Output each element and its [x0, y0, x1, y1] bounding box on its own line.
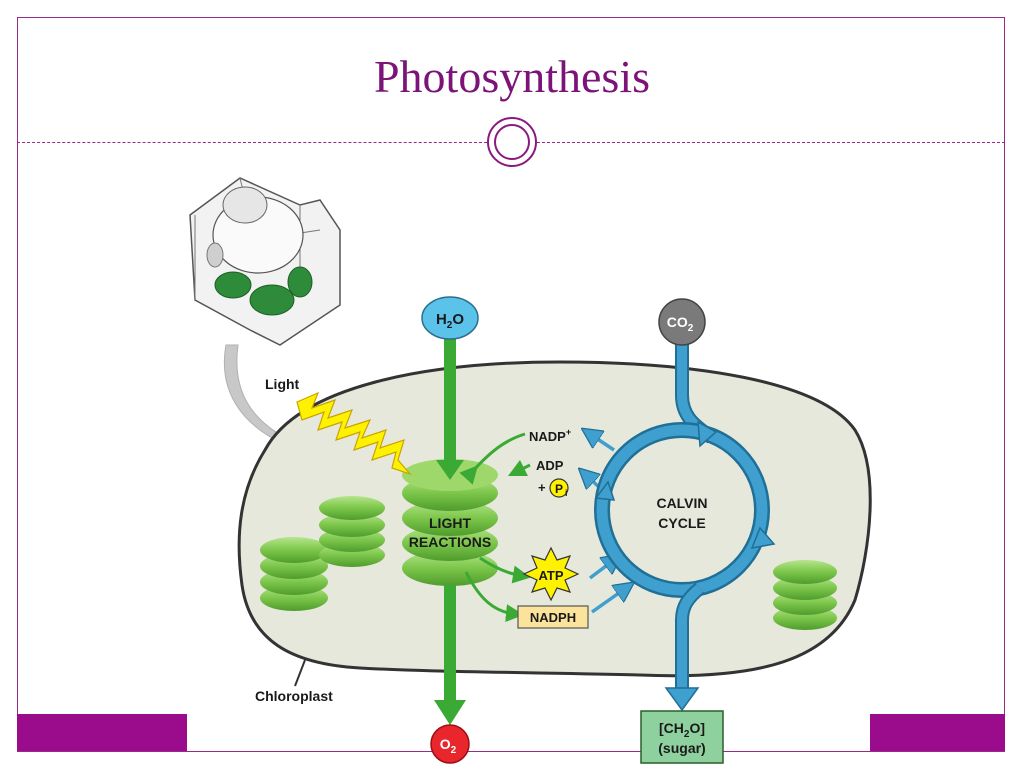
adp-to-light-arrow [507, 459, 531, 477]
footer-bar-left [17, 714, 187, 751]
thylakoid-stack-left-1 [260, 537, 328, 611]
light-to-nadph-arrow [464, 571, 524, 623]
co2-label: CO2 [667, 314, 694, 334]
title-divider-left [17, 142, 487, 143]
oxygen-output-bubble [430, 724, 470, 764]
calvin-cycle-label-line2: CYCLE [658, 515, 705, 531]
thylakoid-stack-left-2 [319, 496, 385, 567]
nadp-to-light-arrow [459, 432, 526, 485]
sugar-arrow [677, 584, 704, 690]
water-label: H2O [436, 311, 464, 331]
calvin-to-nadp-arrow [590, 434, 615, 452]
chloroplast-pointer [294, 659, 306, 687]
adp-label: ADP [536, 458, 564, 473]
light-to-atp-arrow [479, 556, 531, 584]
calvin-cycle-arrowhead-icon [750, 526, 776, 549]
light-bolt-icon [296, 391, 412, 476]
plant-cell-illustration [189, 177, 341, 346]
light-reactions-label-line2: REACTIONS [409, 534, 491, 550]
sugar-arrow-head-icon [664, 687, 700, 712]
slide-title: Photosynthesis [373, 51, 651, 102]
light-label: Light [265, 376, 300, 392]
water-input-bubble [421, 296, 479, 340]
title-divider-right [537, 142, 1005, 143]
slide-frame [17, 17, 1005, 752]
thylakoid-stack-right [773, 560, 837, 630]
sugar-output-box [640, 710, 724, 764]
calvin-cycle-label-line1: CALVIN [656, 495, 707, 511]
oxygen-arrow-head-icon [434, 700, 466, 725]
calvin-cycle-arrowhead-icon [594, 480, 616, 501]
divider-ornament-icon [487, 117, 537, 167]
chloroplast-label: Chloroplast [255, 688, 333, 704]
nadp-label: NADP+ [529, 427, 571, 444]
sugar-label: [CH2O] [659, 720, 705, 740]
plus-label: + [538, 480, 546, 495]
atp-label: ATP [538, 568, 563, 583]
water-arrow-head-icon [436, 460, 464, 480]
nadph-label: NADPH [530, 610, 576, 625]
oxygen-label: O2 [440, 736, 457, 756]
calvin-cycle-arrowhead-icon [697, 420, 718, 448]
footer-bar-right [870, 714, 1005, 751]
atp-starburst-icon [522, 546, 580, 602]
calvin-cycle-ring [596, 424, 768, 596]
atp-to-calvin-arrow [588, 560, 614, 580]
sugar-caption: (sugar) [658, 740, 705, 756]
nadph-box [517, 605, 589, 629]
phosphate-icon [549, 478, 569, 498]
nadph-to-calvin-arrow [590, 588, 626, 614]
co2-input-bubble [658, 298, 706, 346]
light-reactions-label-line1: LIGHT [429, 515, 471, 531]
